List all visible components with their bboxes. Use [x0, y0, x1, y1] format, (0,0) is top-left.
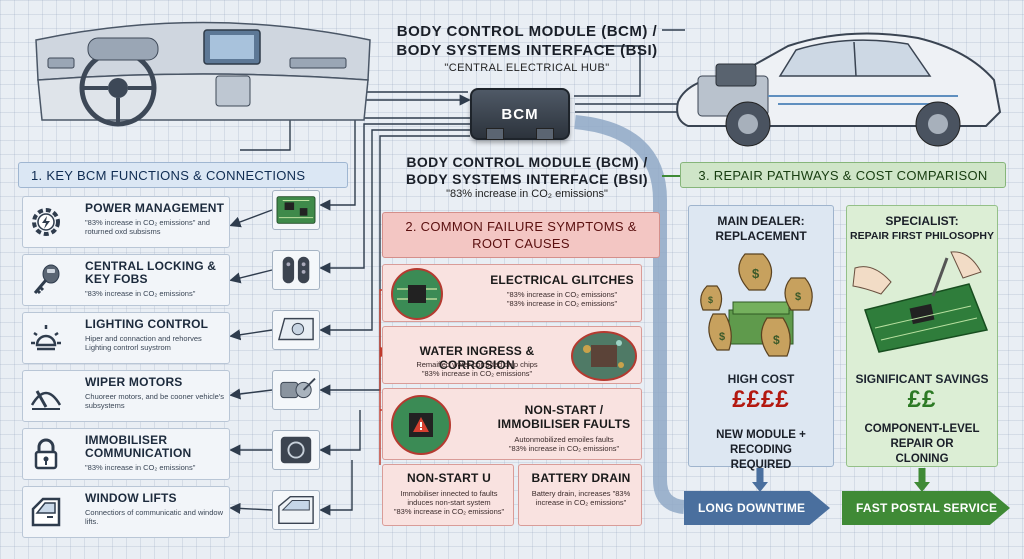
function-desc: "83% increase in CO₂ emissions" [85, 289, 196, 298]
long-downtime-outcome: LONG DOWNTIME [684, 491, 830, 525]
failure-title: ELECTRICAL GLITCHES [490, 273, 634, 287]
padlock-icon [34, 438, 58, 470]
failure-desc: increase in CO₂ emissions" [535, 498, 627, 507]
function-title: CENTRAL LOCKING & KEY FOBS [85, 259, 217, 286]
dealer-note: NEW MODULE + RECODING REQUIRED [716, 429, 806, 471]
failure-water-corrosion: WATER INGRESS & CORROSION Remaified wate… [382, 326, 642, 384]
gear-bolt-icon [32, 208, 60, 236]
function-title: WIPER MOTORS [85, 375, 183, 389]
dealer-title: MAIN DEALER: REPLACEMENT [715, 214, 807, 243]
specialist-column: SPECIALIST: REPAIR FIRST PHILOSOPHY SIGN… [846, 205, 998, 467]
function-row-lighting: LIGHTING CONTROL Hiper and connaction an… [22, 312, 230, 364]
failure-electrical-glitches: ELECTRICAL GLITCHES "83% increase in CO₂… [382, 264, 642, 322]
car-cutaway-illustration [676, 32, 1002, 147]
headlamp-unit-icon [272, 310, 320, 350]
money-bags-icon: $ $ $ $ $ [700, 253, 813, 357]
svg-text:$: $ [795, 291, 801, 303]
key-fob-icon [272, 250, 320, 290]
failure-desc: "83% increase in CO₂ emissions" [508, 444, 620, 453]
repair-hands-icon [852, 251, 989, 353]
function-title: IMMOBILISER COMMUNICATION [85, 433, 192, 460]
failure-desc: Immobiliser innected to faults [400, 489, 498, 498]
function-title: WINDOW LIFTS [85, 491, 177, 505]
immobiliser-ring-icon [272, 430, 320, 470]
failure-title: NON-START / IMMOBILISER FAULTS [497, 403, 631, 431]
car-window-icon [31, 497, 61, 527]
car-key-icon [33, 264, 60, 295]
headlight-icon [31, 325, 61, 351]
dashboard-illustration [35, 21, 371, 127]
failure-desc: "83% increase in CO₂ emissions" [393, 507, 505, 516]
main-subtitle: "CENTRAL ELECTRICAL HUB" [444, 62, 610, 74]
failure-title: NON-START U [407, 471, 491, 485]
function-title: POWER MANAGEMENT [85, 201, 225, 215]
failure-desc: Battery drain, increases "83% [531, 489, 631, 498]
function-row-immobiliser: IMMOBILISER COMMUNICATION "83% increase … [22, 428, 230, 480]
dealer-cost: ££££ [732, 386, 790, 413]
failure-title: WATER INGRESS & CORROSION [419, 344, 535, 372]
function-title: LIGHTING CONTROL [85, 317, 209, 331]
failure-battery-drain: BATTERY DRAIN Battery drain, increases "… [518, 464, 642, 526]
function-desc: "83% increase in CO₂ emissions" and rotu… [85, 218, 210, 236]
fast-postal-service-outcome: FAST POSTAL SERVICE [842, 491, 1010, 525]
failure-desc: induces non-start system [407, 498, 491, 507]
section1-heading: 1. KEY BCM FUNCTIONS & CONNECTIONS [18, 162, 348, 188]
main-title: BODY CONTROL MODULE (BCM) / BODY SYSTEMS… [396, 23, 658, 59]
svg-text:$: $ [708, 295, 713, 305]
dealer-cost-label: HIGH COST [727, 372, 795, 386]
specialist-cost-label: SIGNIFICANT SAVINGS [855, 372, 989, 386]
function-row-wipers: WIPER MOTORS Chuoreer motors, and be coo… [22, 370, 230, 422]
specialist-subtitle: REPAIR FIRST PHILOSOPHY [850, 230, 994, 242]
mid-title: BODY CONTROL MODULE (BCM) / BODY SYSTEMS… [406, 154, 648, 187]
svg-text:$: $ [719, 331, 725, 343]
function-row-windows: WINDOW LIFTS Connectiors of communicatic… [22, 486, 230, 538]
failure-nonstart-u: NON-START U Immobiliser innected to faul… [382, 464, 514, 526]
function-desc: Chuoreer motors, and be cooner vehicle's… [85, 392, 225, 410]
wiper-motor-icon [272, 370, 320, 410]
function-row-locking: CENTRAL LOCKING & KEY FOBS "83% increase… [22, 254, 230, 306]
svg-text:$: $ [752, 266, 760, 281]
section3-heading: 3. REPAIR PATHWAYS & COST COMPARISON [680, 162, 1006, 188]
failure-desc: Autonmobilized emoiles faults [514, 435, 614, 444]
bcm-module: BCM [470, 88, 570, 140]
function-desc: Connectiors of communicatic and window l… [85, 508, 223, 526]
door-window-icon [272, 490, 320, 530]
failure-desc: Remaified water corroded chip chips [416, 360, 538, 369]
function-row-power: POWER MANAGEMENT "83% increase in CO₂ em… [22, 196, 230, 248]
specialist-note: COMPONENT-LEVEL REPAIR OR CLONING [864, 423, 980, 465]
specialist-title: SPECIALIST: [885, 214, 959, 228]
corroded-chip-icon [571, 331, 637, 381]
dealer-column: MAIN DEALER: REPLACEMENT $ $ $ $ $ HIGH COS… [688, 205, 834, 471]
failure-desc: "83% increase in CO₂ emissions" [421, 369, 533, 378]
specialist-cost: ££ [907, 386, 937, 413]
warning-chip-icon [391, 395, 451, 455]
chip-icon [391, 268, 443, 320]
failure-desc: "83% increase in CO₂ emissions" [506, 290, 618, 299]
mid-subtitle: "83% increase in CO₂ emissions" [446, 188, 608, 200]
svg-text:$: $ [773, 333, 780, 347]
function-desc: Hiper and connaction and rehorves Lighti… [85, 334, 202, 352]
section2-heading: 2. COMMON FAILURE SYMPTOMS & ROOT CAUSES [382, 212, 660, 258]
failure-title: BATTERY DRAIN [531, 471, 631, 485]
circuit-board-icon [272, 190, 320, 230]
function-desc: "83% increase in CO₂ emissions" [85, 463, 196, 472]
failure-desc: "83% increase in CO₂ emissions" [506, 299, 618, 308]
failure-nonstart-immobiliser: NON-START / IMMOBILISER FAULTS Autonmobi… [382, 388, 642, 460]
wiper-icon [30, 390, 62, 410]
